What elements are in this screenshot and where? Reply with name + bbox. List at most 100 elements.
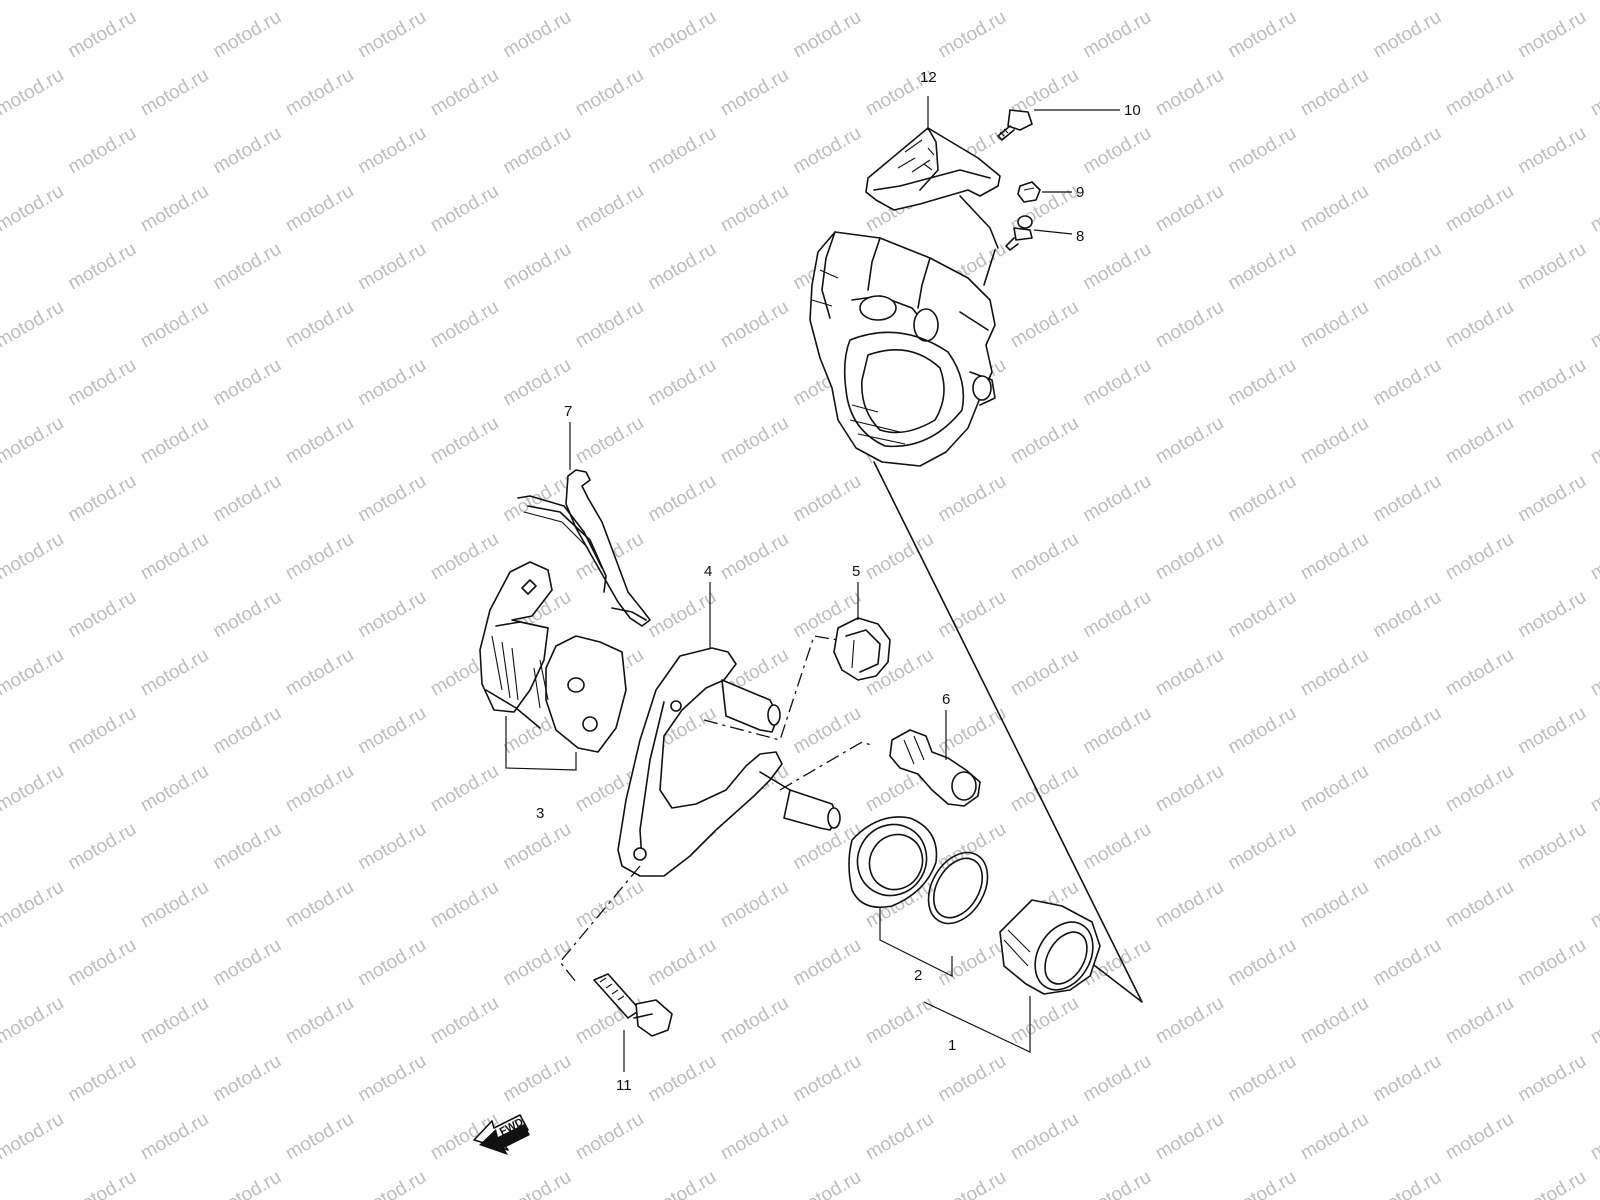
watermark-text: motod.ru — [1442, 297, 1517, 353]
watermark-text: motod.ru — [1515, 703, 1590, 759]
watermark-text: motod.ru — [1152, 645, 1227, 701]
watermark-text: motod.ru — [355, 587, 430, 643]
watermark-text: motod.ru — [645, 355, 720, 411]
callout-12: 12 — [920, 69, 937, 86]
watermark-text: motod.ru — [1297, 877, 1372, 933]
watermark-text: motod.ru — [790, 935, 865, 991]
watermark-text: motod.ru — [717, 65, 792, 121]
watermark-text: motod.ru — [1442, 0, 1517, 4]
watermark-text: motod.ru — [427, 877, 502, 933]
watermark-text: motod.ru — [1080, 703, 1155, 759]
rubber-boot-5 — [833, 617, 891, 681]
watermark-text: motod.ru — [427, 993, 502, 1049]
watermark-text: motod.ru — [137, 645, 212, 701]
watermark-text: motod.ru — [500, 239, 575, 295]
watermark-text: motod.ru — [790, 703, 865, 759]
watermark-text: motod.ru — [1152, 761, 1227, 817]
watermark-text: motod.ru — [1007, 413, 1082, 469]
watermark-text: motod.ru — [355, 7, 430, 63]
watermark-text: motod.ru — [1080, 471, 1155, 527]
watermark-text: motod.ru — [645, 123, 720, 179]
watermark-text: motod.ru — [1225, 1167, 1300, 1200]
pad-spring-7 — [517, 469, 651, 627]
watermark-text: motod.ru — [500, 123, 575, 179]
watermark-text: motod.ru — [427, 413, 502, 469]
watermark-text: motod.ru — [0, 645, 67, 701]
watermark-text: motod.ru — [1152, 413, 1227, 469]
watermark-text: motod.ru — [282, 877, 357, 933]
watermark-text: motod.ru — [1370, 703, 1445, 759]
watermark-text: motod.ru — [717, 1109, 792, 1165]
watermark-text: motod.ru — [1442, 529, 1517, 585]
watermark-text: motod.ru — [790, 7, 865, 63]
callout-9: 9 — [1076, 184, 1084, 201]
watermark-text: motod.ru — [1587, 993, 1600, 1049]
watermark-text: motod.ru — [572, 65, 647, 121]
watermark-text: motod.ru — [1152, 529, 1227, 585]
watermark-text: motod.ru — [1297, 181, 1372, 237]
watermark-text: motod.ru — [65, 819, 140, 875]
watermark-text: motod.ru — [1515, 1167, 1590, 1200]
watermark-text: motod.ru — [137, 0, 212, 4]
watermark-text: motod.ru — [355, 239, 430, 295]
watermark-text: motod.ru — [1007, 529, 1082, 585]
watermark-text: motod.ru — [1442, 1109, 1517, 1165]
leader-lines — [505, 96, 1120, 1072]
watermark-text: motod.ru — [1225, 587, 1300, 643]
watermark-text: motod.ru — [717, 0, 792, 4]
watermark-text: motod.ru — [137, 65, 212, 121]
watermark-text: motod.ru — [427, 529, 502, 585]
watermark-text: motod.ru — [1587, 1109, 1600, 1165]
watermark-text: motod.ru — [1080, 819, 1155, 875]
watermark-text: motod.ru — [210, 819, 285, 875]
watermark-text: motod.ru — [137, 181, 212, 237]
watermark-text: motod.ru — [1515, 355, 1590, 411]
watermark-text: motod.ru — [0, 877, 67, 933]
watermark-text: motod.ru — [1370, 7, 1445, 63]
assembly-dashed-lines — [559, 635, 875, 983]
watermark-text: motod.ru — [645, 471, 720, 527]
watermark-text: motod.ru — [790, 1167, 865, 1200]
callout-8: 8 — [1076, 228, 1084, 245]
watermark-text: motod.ru — [1515, 239, 1590, 295]
brake-pads-3 — [479, 561, 627, 753]
watermark-text: motod.ru — [1515, 935, 1590, 991]
bleeder-valve-8 — [1005, 215, 1033, 251]
watermark-text: motod.ru — [1587, 529, 1600, 585]
watermark-text: motod.ru — [355, 819, 430, 875]
watermark-text: motod.ru — [717, 993, 792, 1049]
watermark-text: motod.ru — [1297, 993, 1372, 1049]
callout-7: 7 — [564, 403, 572, 420]
watermark-text: motod.ru — [137, 297, 212, 353]
watermark-text: motod.ru — [717, 877, 792, 933]
watermark-text: motod.ru — [282, 1109, 357, 1165]
watermark-text: motod.ru — [1152, 297, 1227, 353]
watermark-text: motod.ru — [1370, 123, 1445, 179]
watermark-text: motod.ru — [1442, 65, 1517, 121]
watermark-text: motod.ru — [1225, 703, 1300, 759]
watermark-text: motod.ru — [355, 703, 430, 759]
watermark-text: motod.ru — [1080, 239, 1155, 295]
watermark-text: motod.ru — [0, 761, 67, 817]
watermark-text: motod.ru — [1370, 1051, 1445, 1107]
caliper-bracket-4 — [617, 647, 841, 877]
watermark-text: motod.ru — [65, 7, 140, 63]
watermark-text: motod.ru — [572, 993, 647, 1049]
watermark-text: motod.ru — [717, 297, 792, 353]
watermark-text: motod.ru — [572, 1109, 647, 1165]
watermark-text: motod.ru — [1587, 877, 1600, 933]
watermark-text: motod.ru — [1225, 123, 1300, 179]
watermark-text: motod.ru — [0, 65, 67, 121]
watermark-text: motod.ru — [355, 471, 430, 527]
watermark-text: motod.ru — [500, 355, 575, 411]
watermark-text: motod.ru — [210, 935, 285, 991]
watermark-text: motod.ru — [282, 529, 357, 585]
watermark-text: motod.ru — [500, 935, 575, 991]
watermark-text: motod.ru — [645, 587, 720, 643]
watermark-text: motod.ru — [1225, 355, 1300, 411]
watermark-text: motod.ru — [1515, 587, 1590, 643]
watermark-text: motod.ru — [1442, 877, 1517, 933]
watermark-text: motod.ru — [1587, 761, 1600, 817]
watermark-text: motod.ru — [65, 239, 140, 295]
